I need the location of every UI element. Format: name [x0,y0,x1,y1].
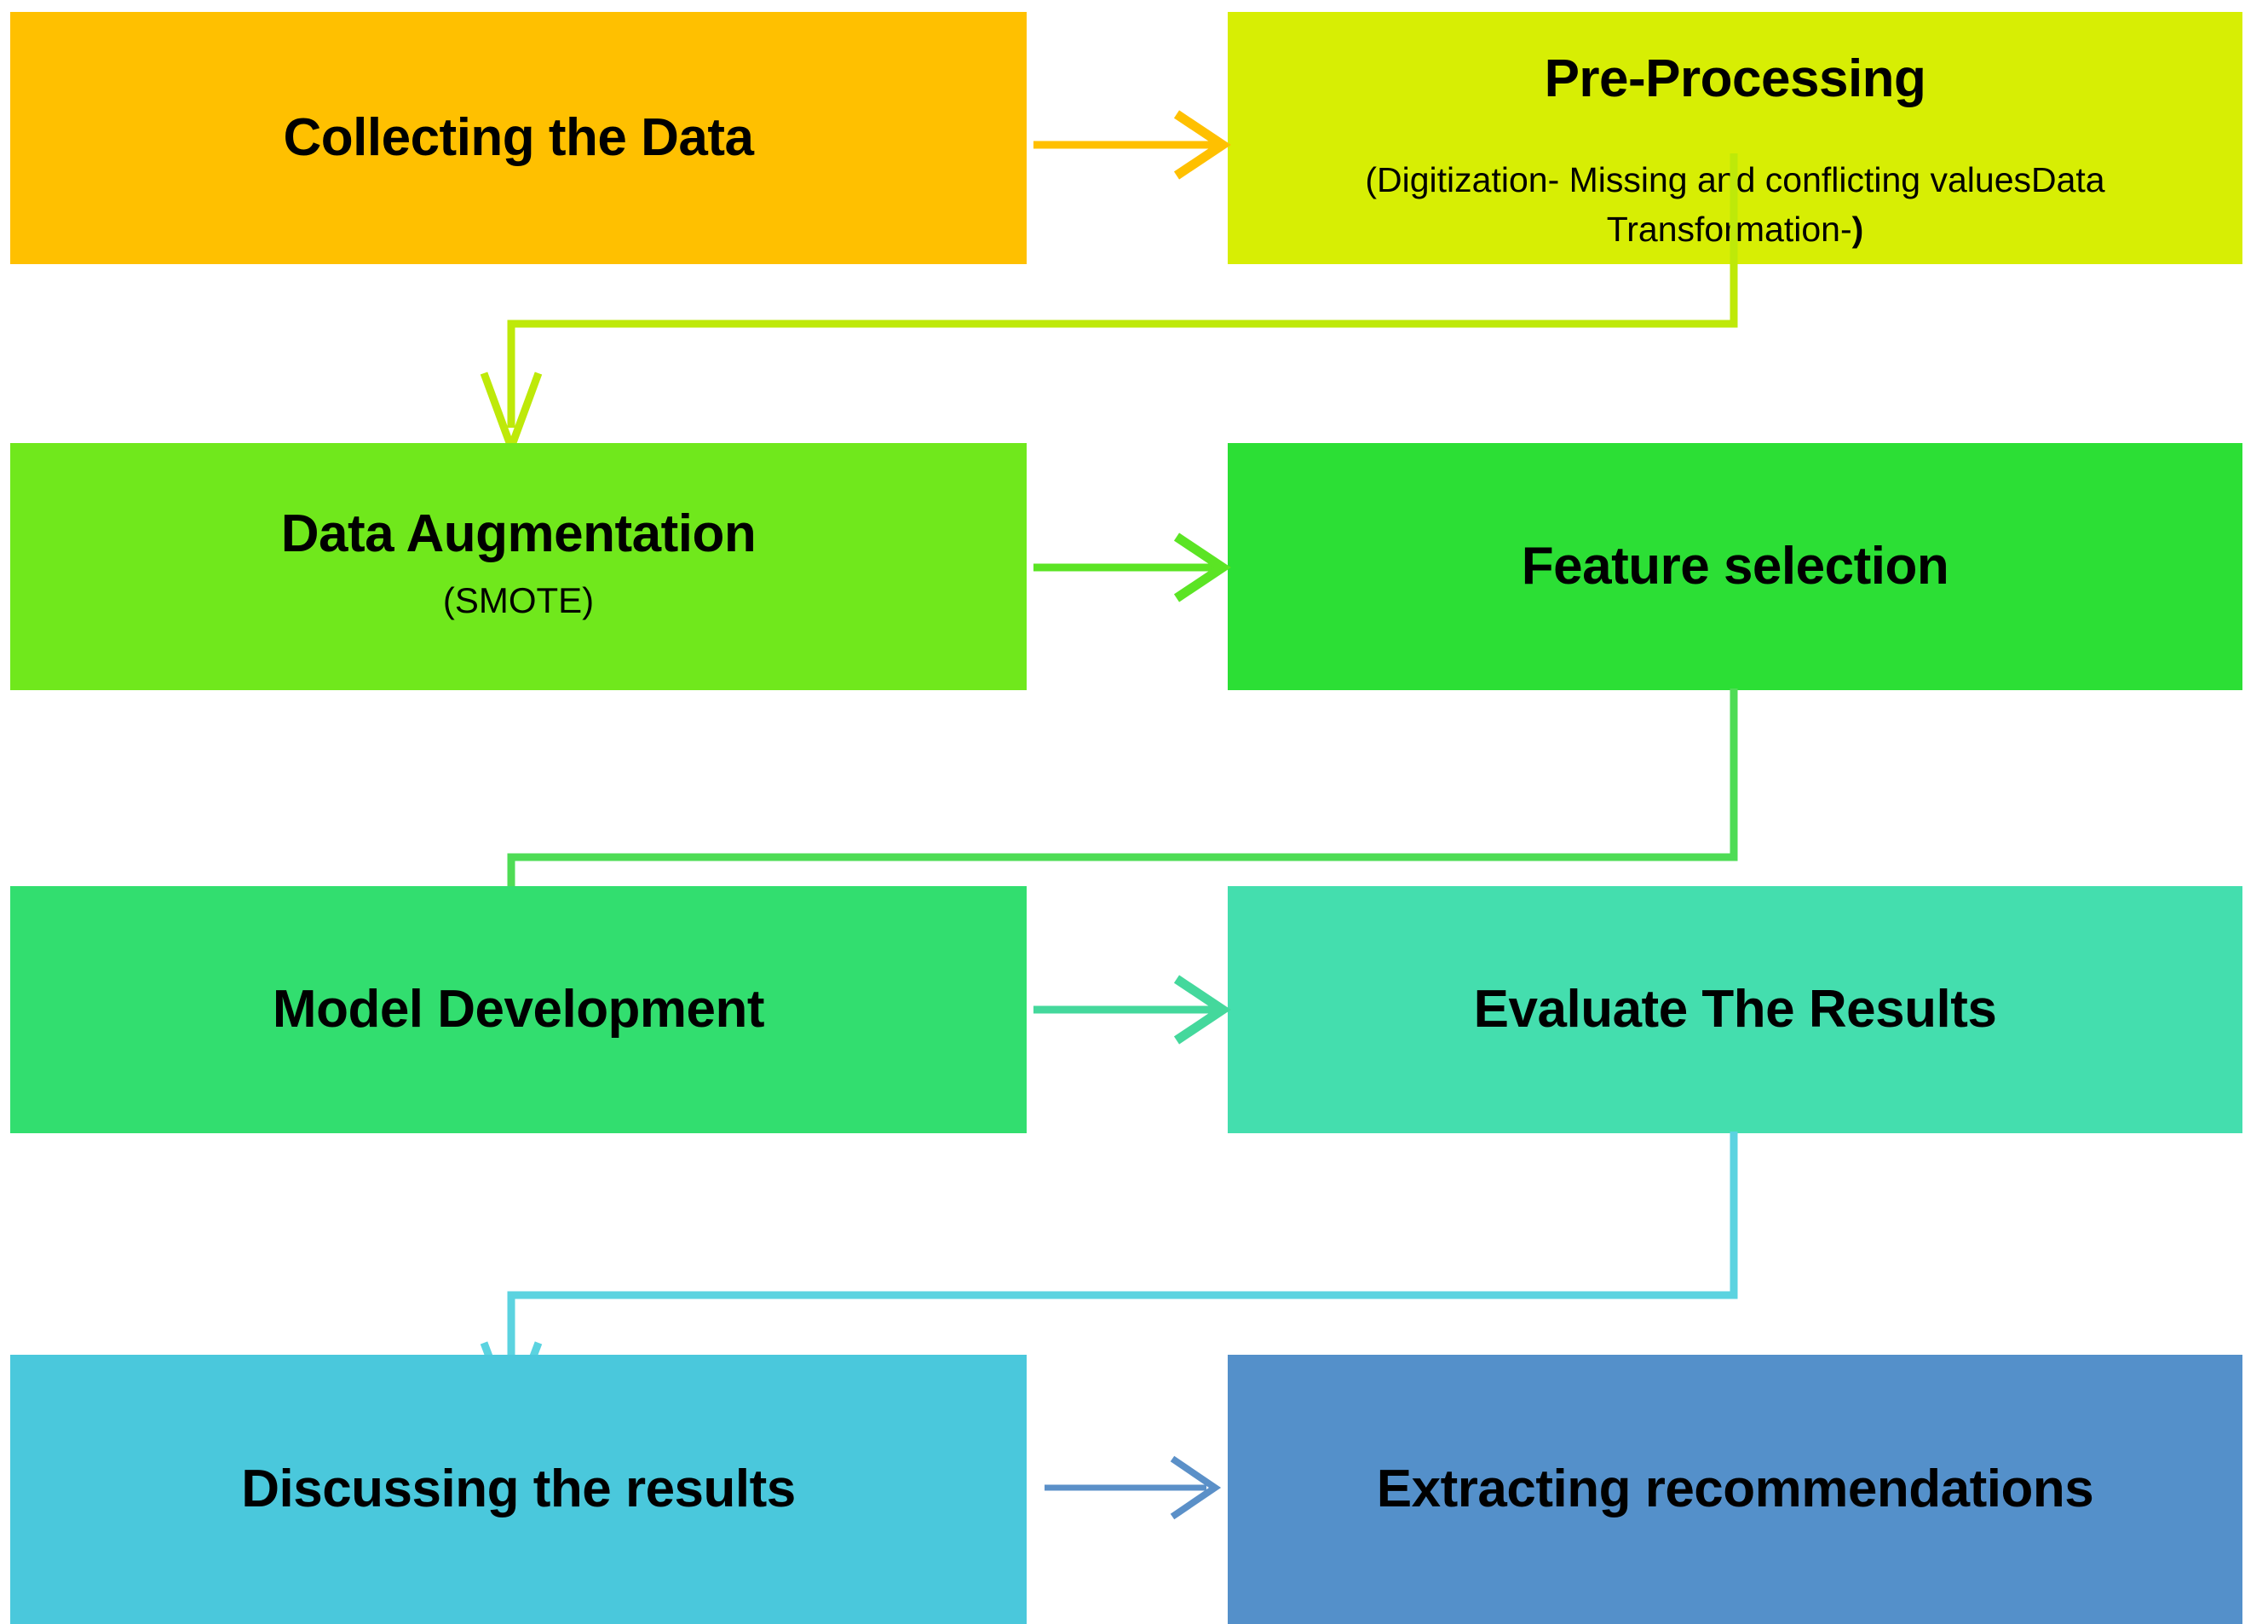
node-title: Extracting recommendations [1376,1460,2094,1519]
node-evaluate-the-results[interactable]: Evaluate The Results [1228,886,2242,1133]
node-data-augmentation[interactable]: Data Augmentation (SMOTE) [10,443,1027,690]
node-discussing-the-results[interactable]: Discussing the results [10,1355,1027,1624]
node-pre-processing[interactable]: Pre-Processing [1228,12,2242,155]
node-title: Discussing the results [241,1460,796,1519]
node-title: Data Augmentation [280,504,757,563]
node-title: Feature selection [1521,537,1949,596]
connector-model-to-evaluate [1027,970,1231,1049]
node-title: Pre-Processing [1544,49,1926,109]
connector-collect-to-preprocess [1027,106,1231,184]
node-subtitle-tail: ) [1851,210,1864,250]
node-subtitle: (SMOTE) [442,580,595,620]
node-title: Evaluate The Results [1473,980,1997,1039]
node-extracting-recommendations[interactable]: Extracting recommendations [1228,1355,2242,1624]
node-title: Collecting the Data [283,108,754,168]
connector-augment-to-feature [1027,528,1231,607]
node-collecting-the-data[interactable]: Collecting the Data [10,12,1027,264]
node-model-development[interactable]: Model Development [10,886,1027,1133]
connector-preprocess-to-augment [477,153,1772,459]
node-title: Model Development [272,980,765,1039]
connector-discuss-to-recommend [1039,1448,1235,1527]
node-feature-selection[interactable]: Feature selection [1228,443,2242,690]
